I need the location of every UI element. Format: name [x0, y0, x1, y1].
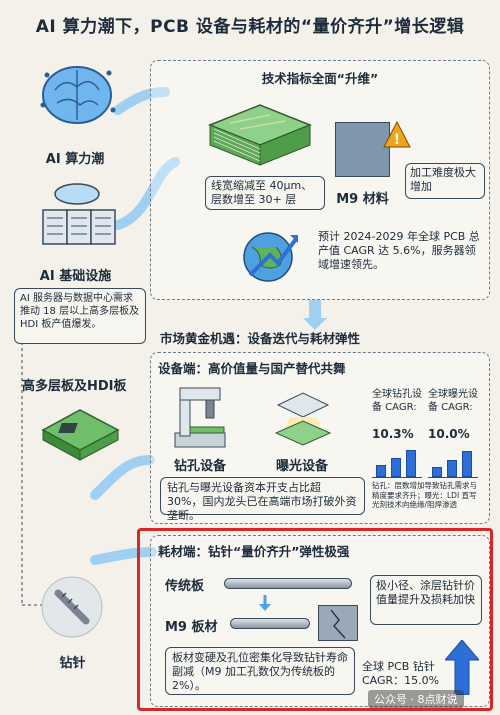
hdi-board-label: 高多层板及HDI板	[22, 379, 127, 394]
page-title: AI 算力潮下，PCB 设备与耗材的“量价齐升”增长逻辑	[35, 17, 465, 37]
chart2-label: 全球曝光设备 CAGR:	[428, 389, 478, 413]
forecast-note: 预计 2024-2029 年全球 PCB 总产值 CAGR 达 5.6%，服务器…	[318, 230, 480, 271]
m9-board-label: M9 板材	[165, 620, 218, 635]
exposure-machine-icon	[268, 385, 338, 450]
chart-note: 钻孔：层数增加导致钻孔需求与精度要求齐升；曝光：LDI 直写光刻技术向绝缘/阻焊…	[372, 481, 477, 509]
svg-text:!: !	[394, 132, 400, 148]
drill-bit-icon	[40, 575, 105, 640]
circuit-board-icon	[38, 395, 123, 465]
traditional-drill-icon	[224, 578, 352, 589]
wear-note: 板材变硬及孔位密集化导致钻针寿命副减（M9 加工孔数仅为传统板的 2%）。	[165, 647, 355, 695]
chart-bar	[447, 460, 457, 477]
drill-bit-label: 钻针	[59, 656, 86, 671]
market-header: 市场黄金机遇：设备迭代与耗材弹性	[160, 331, 361, 346]
pcb-caption-text: 线宽缩减至 40μm、层数增至 30+ 层	[211, 179, 313, 206]
wear-note-text: 板材变硬及孔位密集化导致钻针寿命副减（M9 加工孔数仅为传统板的 2%）。	[172, 651, 348, 692]
infra-note-text: AI 服务器与数据中心需求推动 18 层以上高多层板及 HDI 板产值爆发。	[20, 293, 140, 330]
crack-material-icon	[318, 605, 358, 641]
chart-bar	[432, 467, 442, 477]
drilling-machine-icon	[170, 383, 230, 453]
chart-bar	[462, 451, 472, 477]
chart2-bars	[428, 442, 478, 478]
highlight-frame	[137, 528, 493, 711]
arrow-compute-to-tech	[113, 87, 170, 115]
infra-note: AI 服务器与数据中心需求推动 18 层以上高多层板及 HDI 板产值爆发。	[14, 288, 146, 344]
difficulty-note: 加工难度极大增加	[405, 163, 485, 199]
m9-material-icon	[335, 122, 390, 177]
m9-label: M9 材料	[336, 192, 389, 207]
tech-header: 技术指标全面“升维”	[261, 71, 379, 86]
globe-growth-icon	[240, 225, 300, 285]
brain-icon	[35, 55, 120, 135]
ai-infra-label: AI 基础设施	[39, 269, 112, 284]
server-icon	[35, 180, 120, 258]
chart1-label: 全球钻孔设备 CAGR:	[372, 389, 422, 413]
chart-bar	[376, 465, 386, 477]
equipment-header: 设备端：高价值量与国产替代共舞	[158, 361, 346, 376]
traditional-board-label: 传统板	[165, 579, 205, 594]
equipment-summary-text: 钻孔与曝光设备资本开支占比超 30%，国内龙头已在高端市场打破外资垄断。	[167, 481, 357, 522]
chart1-bars	[372, 442, 422, 478]
difficulty-note-text: 加工难度极大增加	[410, 166, 476, 193]
drill-cagr: 全球 PCB 钻针 CAGR：15.0%	[362, 660, 440, 687]
chart1-value: 10.3%	[372, 427, 414, 441]
price-note: 极小径、涂层钻针价值量提升及损耗加快	[370, 575, 482, 625]
pcb-stack-icon	[200, 95, 315, 170]
ai-compute-label: AI 算力潮	[45, 152, 105, 167]
arrow-board-to-consumable	[90, 547, 157, 565]
down-arrow-icon	[258, 595, 272, 611]
chart-axis	[428, 477, 478, 478]
m9-drill-icon	[230, 618, 310, 629]
chart-bar	[406, 450, 416, 477]
equipment-summary: 钻孔与曝光设备资本开支占比超 30%，国内龙头已在高端市场打破外资垄断。	[160, 477, 365, 522]
arrow-board-to-equipment	[90, 455, 155, 500]
chart-bar	[391, 458, 401, 477]
watermark: 公众号 · 8点财说	[368, 690, 464, 708]
price-note-text: 极小径、涂层钻针价值量提升及损耗加快	[376, 579, 475, 606]
exposure-equipment-label: 曝光设备	[275, 459, 328, 474]
growth-up-arrow-icon	[443, 639, 481, 696]
drill-equipment-label: 钻孔设备	[173, 459, 226, 474]
pcb-caption: 线宽缩减至 40μm、层数增至 30+ 层	[205, 176, 325, 210]
warning-icon: !	[382, 120, 412, 150]
consumable-header: 耗材端：钻针“量价齐升”弹性极强	[158, 544, 350, 559]
chart2-value: 10.0%	[428, 427, 470, 441]
chart-axis	[372, 477, 422, 478]
